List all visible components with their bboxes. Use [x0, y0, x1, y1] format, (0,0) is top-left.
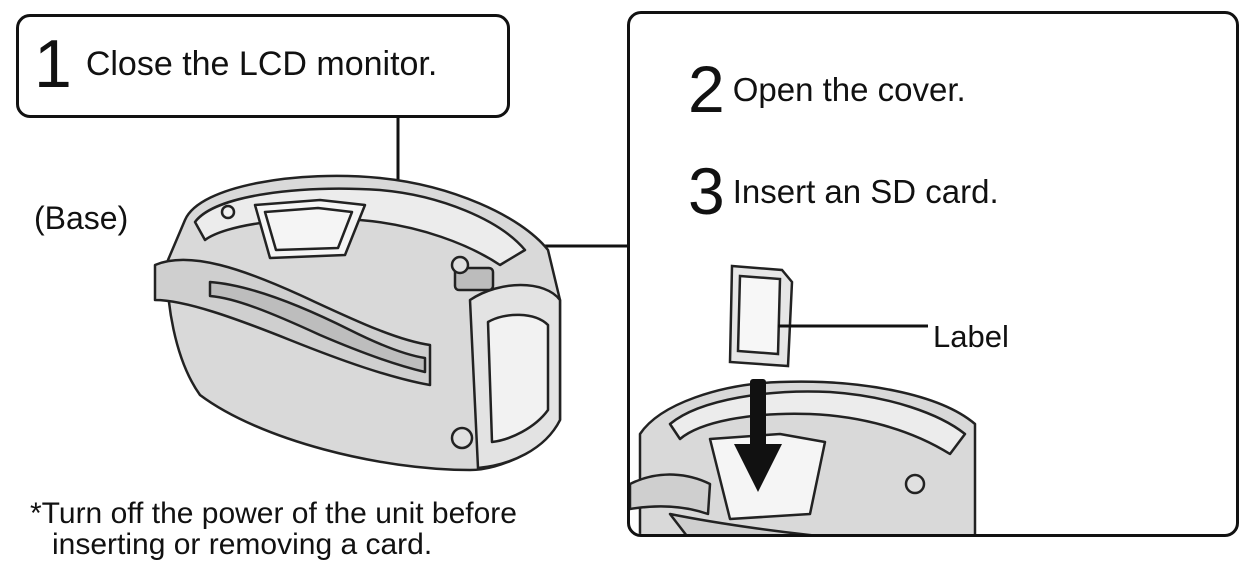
step3-number: 3: [688, 154, 725, 228]
base-label: (Base): [34, 200, 129, 236]
step1-text: Close the LCD monitor.: [85, 45, 438, 83]
camcorder-closeup: [630, 380, 977, 534]
step2-text: Open the cover.: [732, 70, 966, 108]
step1-number: 1: [34, 26, 72, 102]
step1: 1 Close the LCD monitor.: [34, 30, 437, 98]
note-line-1: *Turn off the power of the unit before: [30, 497, 517, 530]
power-off-note: *Turn off the power of the unit before i…: [30, 498, 517, 560]
note-line-2: inserting or removing a card.: [52, 528, 433, 561]
camcorder-body: [153, 174, 562, 472]
step2: 2 Open the cover.: [688, 56, 966, 122]
step2-number: 2: [688, 52, 725, 126]
insert-arrow-icon: [734, 379, 782, 492]
step3: 3 Insert an SD card.: [688, 158, 999, 224]
sd-card: [728, 264, 794, 368]
step3-text: Insert an SD card.: [732, 172, 999, 210]
step1-callout: [16, 14, 510, 118]
card-label-text: Label: [933, 319, 1009, 354]
steps-2-3-panel: 2 Open the cover. 3 Insert an SD card. L…: [627, 11, 1239, 537]
sd-card-insertion-illustration: [630, 264, 977, 534]
